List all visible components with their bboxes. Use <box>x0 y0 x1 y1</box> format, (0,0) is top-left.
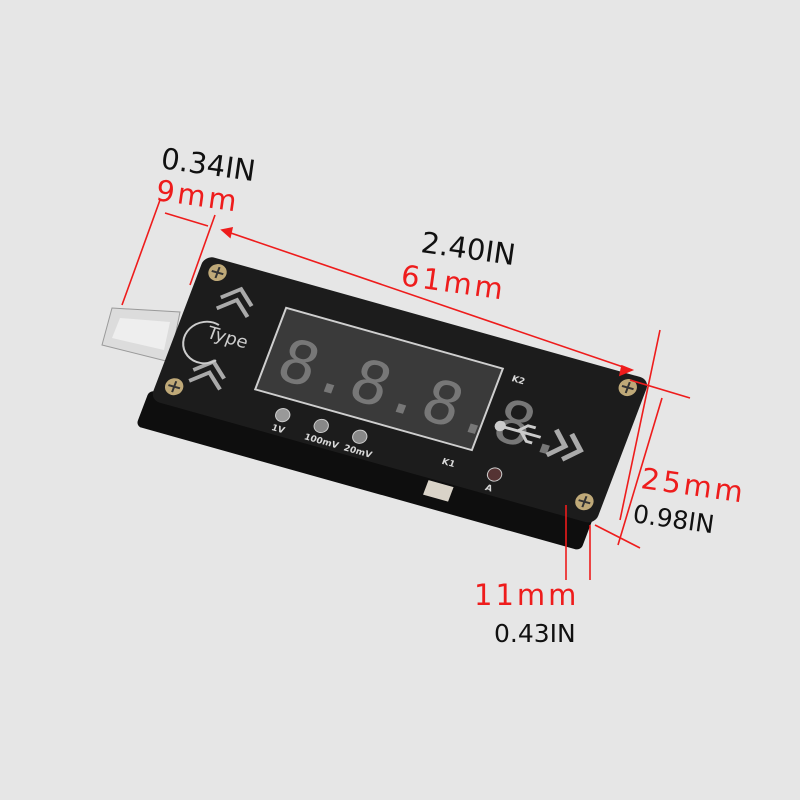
led-1v <box>275 408 291 423</box>
thickness-mm: 11mm <box>474 578 579 612</box>
seven-segment-display <box>253 306 505 452</box>
usb-icon <box>494 420 542 445</box>
dimension-lines <box>121 199 691 580</box>
led-a <box>486 467 503 482</box>
led-100mv <box>313 418 329 434</box>
led-20mv <box>352 429 368 444</box>
label-k1: K1 <box>440 457 456 470</box>
width-inch: 0.98IN <box>631 499 716 539</box>
device: Type 8.8.8.8. 1V 100mV 20mV A K1 K2 <box>137 257 648 550</box>
chevron-right-icon <box>545 428 584 462</box>
label-k2: K2 <box>510 374 526 387</box>
label-1v: 1V <box>270 423 286 436</box>
chevron-up-icon <box>215 286 254 319</box>
screw-icon <box>208 264 227 282</box>
screw-icon <box>618 379 637 397</box>
button-k1[interactable] <box>423 480 454 502</box>
screw-icon <box>575 493 594 511</box>
thickness-inch: 0.43IN <box>494 619 576 648</box>
device-side <box>137 391 593 550</box>
screw-icon <box>164 378 184 396</box>
label-a: A <box>483 483 493 494</box>
